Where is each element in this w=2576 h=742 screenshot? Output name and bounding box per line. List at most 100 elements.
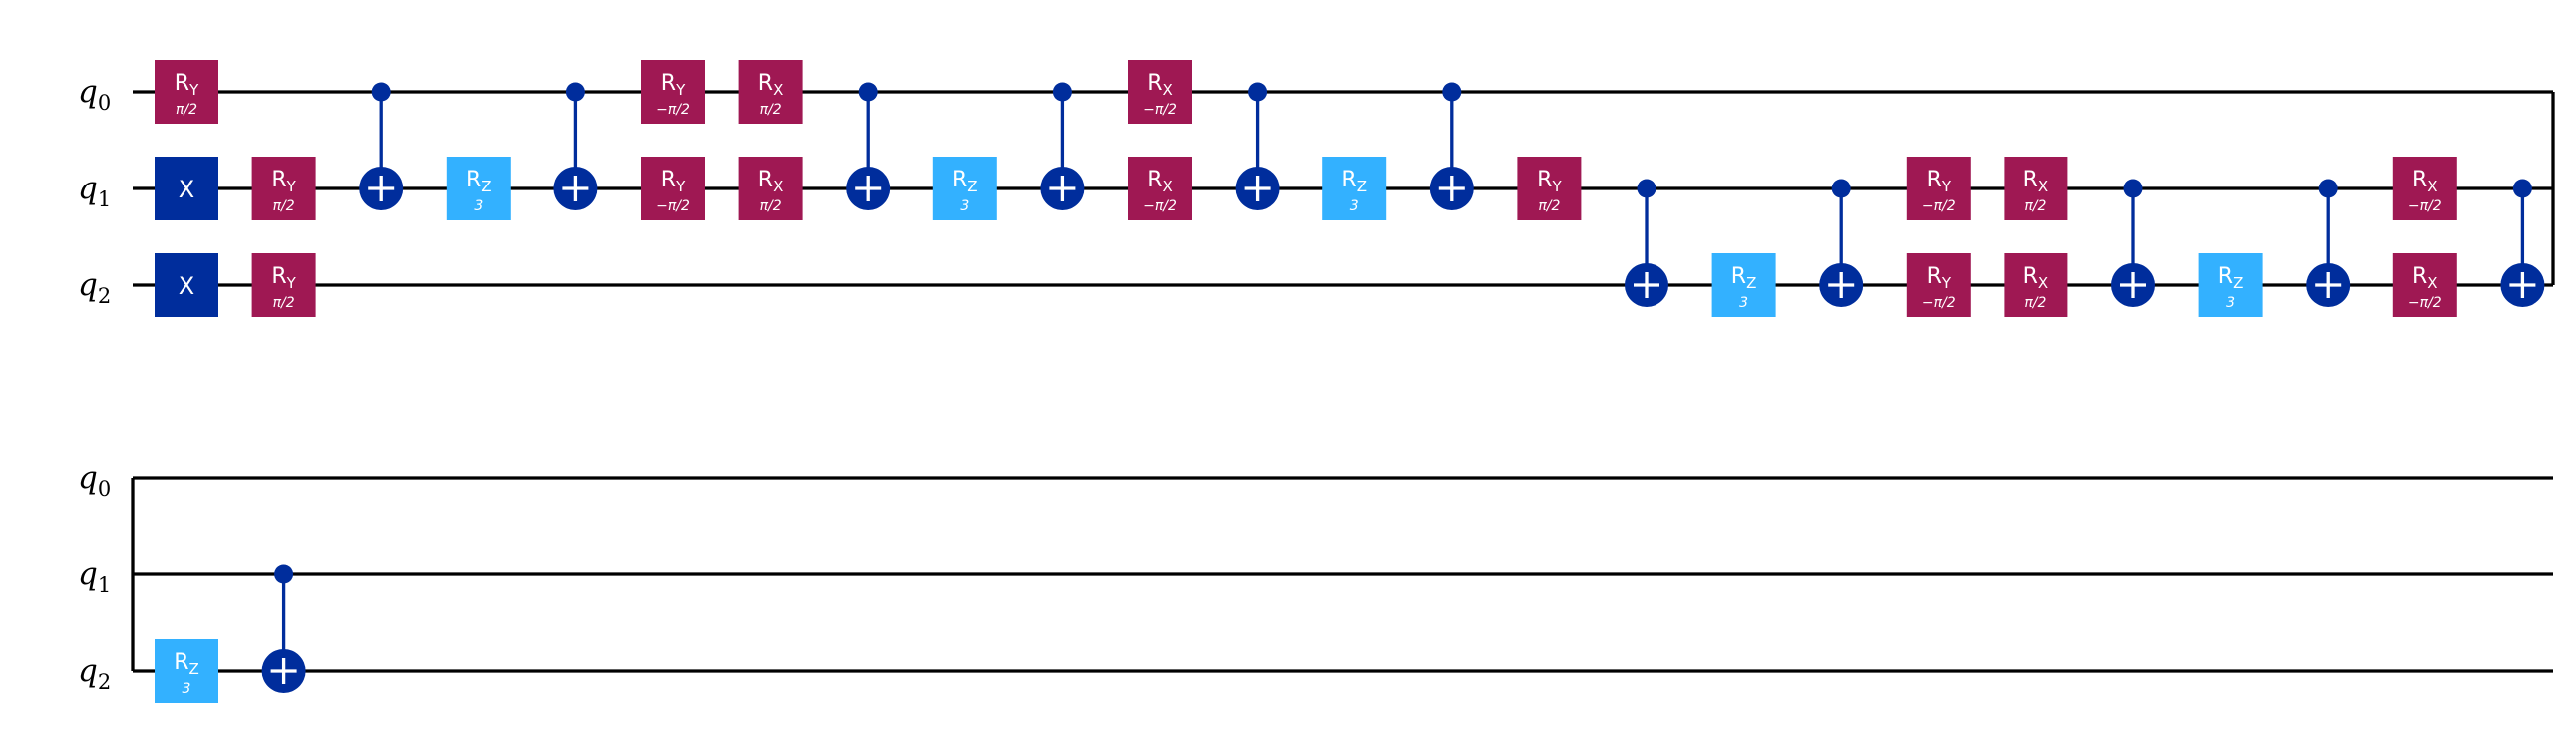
gate-parameter: π/2 — [273, 198, 295, 214]
ry-gate: RY−π/2 — [641, 60, 705, 124]
gate-name: RZ — [2218, 264, 2244, 292]
gate-box — [251, 157, 316, 220]
gate-name: RY — [661, 71, 686, 99]
cnot-gate — [1235, 82, 1280, 210]
gate-box — [155, 253, 218, 317]
qubit-label-index: 2 — [98, 670, 111, 694]
gate-name: RX — [2412, 264, 2438, 292]
gate-name: RX — [1147, 71, 1173, 99]
cnot-control-dot — [274, 564, 294, 584]
gate-name: RX — [2024, 168, 2049, 195]
qubit-label-index: 0 — [98, 91, 111, 115]
ry-gate: RY−π/2 — [1906, 157, 1971, 220]
cnot-target-icon — [1040, 167, 1085, 210]
rz-gate: RZ 3 — [446, 157, 511, 220]
qubit-label-index: 0 — [98, 477, 111, 501]
qubit-label-base: q — [78, 460, 98, 496]
gate-name: RZ — [466, 168, 492, 195]
gate-name: RY — [1537, 168, 1562, 195]
gate-box — [1322, 157, 1387, 220]
gate-name: RZ — [174, 650, 199, 678]
rx-gate: RX−π/2 — [1128, 157, 1192, 220]
gate-box — [1128, 157, 1192, 220]
gate-box — [2392, 253, 2457, 317]
gate-parameter: 3 — [474, 198, 483, 214]
cnot-gate — [846, 82, 891, 210]
cnot-target-icon — [261, 649, 306, 693]
gate-name: X — [179, 272, 194, 300]
cnot-control-dot — [2318, 179, 2338, 198]
cnot-target-icon — [846, 167, 891, 210]
gate-parameter: π/2 — [176, 102, 197, 118]
rx-gate: RXπ/2 — [2004, 253, 2068, 317]
qubit-label-index: 1 — [98, 573, 111, 597]
cnot-gate — [1625, 179, 1668, 307]
cnot-gate — [1040, 82, 1085, 210]
cnot-control-dot — [1248, 82, 1268, 102]
gate-box — [932, 157, 997, 220]
ry-gate: RY π/2 — [251, 253, 316, 317]
cnot-control-dot — [858, 82, 878, 102]
gate-box — [2004, 157, 2068, 220]
cnot-target-icon — [2500, 263, 2545, 307]
cnot-target-icon — [1819, 263, 1864, 307]
qubit-label-index: 2 — [98, 284, 111, 308]
cnot-gate — [2111, 179, 2155, 307]
cnot-target-icon — [1429, 167, 1474, 210]
gate-name: RY — [271, 168, 296, 195]
gate-parameter: 3 — [2226, 295, 2235, 311]
gate-box — [1906, 157, 1971, 220]
ry-gate: RY π/2 — [155, 60, 218, 124]
cnot-control-dot — [1831, 179, 1851, 198]
rz-gate: RZ 3 — [2198, 253, 2263, 317]
gate-name: RY — [175, 71, 199, 99]
gate-box — [641, 60, 705, 124]
qubit-label-base: q — [78, 556, 98, 592]
gate-parameter: π/2 — [2024, 295, 2046, 311]
gate-box — [2198, 253, 2263, 317]
cnot-target-icon — [359, 167, 404, 210]
gate-name: RY — [271, 264, 296, 292]
qubit-label-index: 1 — [98, 187, 111, 211]
rx-gate: RX −π/2 — [2392, 253, 2457, 317]
qubit-label-q2: q2 — [78, 653, 111, 694]
qubit-label-q1: q1 — [78, 171, 111, 211]
cnot-gate — [261, 564, 306, 693]
ry-gate: RY−π/2 — [641, 157, 705, 220]
gate-parameter: −π/2 — [2408, 295, 2442, 311]
gate-box — [155, 639, 218, 703]
cnot-target-icon — [1235, 167, 1280, 210]
gate-box — [2004, 253, 2068, 317]
gate-name: RZ — [952, 168, 978, 195]
cnot-gate — [1429, 82, 1474, 210]
gate-box — [446, 157, 511, 220]
gate-parameter: π/2 — [1538, 198, 1560, 214]
rz-gate: RZ 3 — [1711, 253, 1776, 317]
rz-gate: RZ3 — [932, 157, 997, 220]
gate-box — [1128, 60, 1192, 124]
qubit-label-q0: q0 — [78, 74, 111, 115]
gate-parameter: π/2 — [273, 295, 295, 311]
cnot-control-dot — [371, 82, 391, 102]
cnot-control-dot — [1637, 179, 1656, 198]
qubit-label-base: q — [78, 653, 98, 689]
cnot-control-dot — [565, 82, 585, 102]
rx-gate: RXπ/2 — [738, 157, 803, 220]
rx-gate: RX−π/2 — [2392, 157, 2457, 220]
cnot-target-icon — [2111, 263, 2155, 307]
gate-parameter: 3 — [1739, 295, 1748, 311]
qubit-label-base: q — [78, 267, 98, 303]
gate-box — [738, 157, 803, 220]
gate-name: RZ — [1731, 264, 1757, 292]
circuit-gates: RYπ/2XXRYπ/2RYπ/2RZ3RY−π/2RY−π/2RXπ/2RXπ… — [155, 60, 2545, 703]
gate-parameter: π/2 — [760, 102, 782, 118]
ry-gate: RY π/2 — [1517, 157, 1582, 220]
cnot-control-dot — [1442, 82, 1462, 102]
cnot-target-icon — [1625, 263, 1668, 307]
cnot-gate — [1819, 179, 1864, 307]
gate-box — [641, 157, 705, 220]
cnot-control-dot — [1052, 82, 1072, 102]
cnot-target-icon — [553, 167, 598, 210]
qubit-label-base: q — [78, 74, 98, 110]
gate-parameter: 3 — [183, 681, 191, 697]
